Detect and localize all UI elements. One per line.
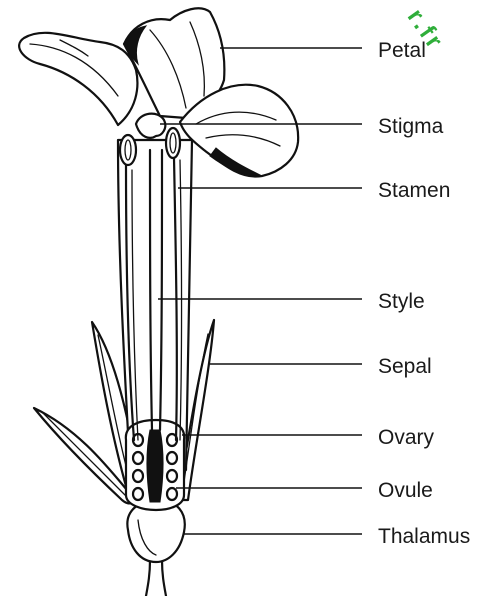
label-ovule: Ovule	[378, 480, 433, 501]
label-stamen: Stamen	[378, 180, 450, 201]
label-ovary: Ovary	[378, 427, 434, 448]
label-sepal: Sepal	[378, 356, 432, 377]
label-petal: Petal	[378, 40, 426, 61]
label-style: Style	[378, 291, 425, 312]
pedicel	[146, 560, 166, 596]
stigma	[136, 114, 165, 138]
petal-left	[19, 33, 137, 125]
label-thalamus: Thalamus	[378, 526, 470, 547]
label-stigma: Stigma	[378, 116, 443, 137]
